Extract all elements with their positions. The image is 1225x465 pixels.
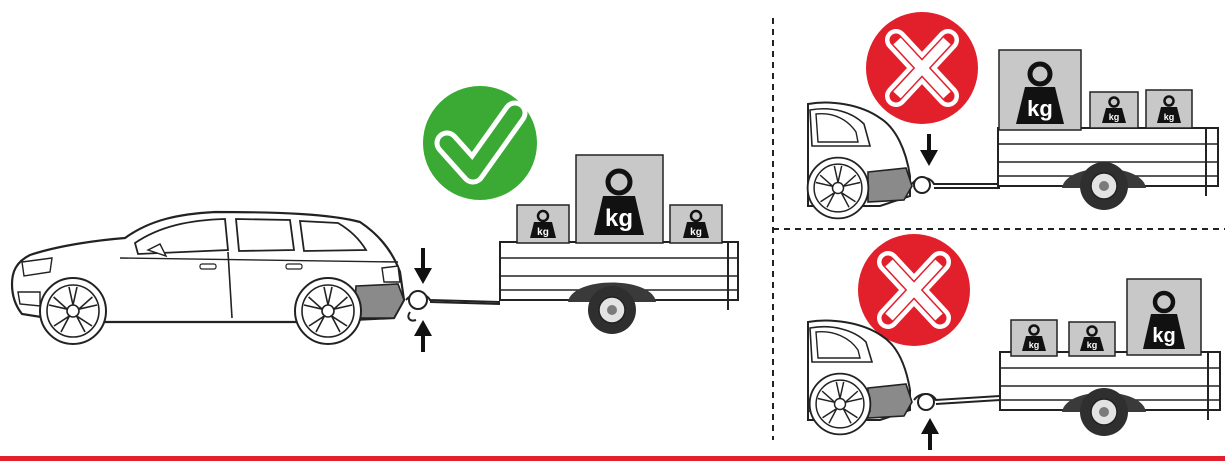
weight-label: kg bbox=[1027, 96, 1053, 121]
arrow-up-icon bbox=[921, 418, 939, 450]
weight-label: kg bbox=[1029, 340, 1040, 350]
panel-correct: kg kg kg bbox=[12, 86, 738, 352]
arrow-up-icon bbox=[414, 320, 432, 352]
weight-label: kg bbox=[690, 227, 702, 238]
weight-label: kg bbox=[537, 227, 549, 238]
trailer bbox=[500, 242, 738, 334]
kg-weight-icon: kg bbox=[1127, 279, 1201, 355]
panel-wrong-front-heavy: kg kg kg bbox=[808, 12, 1218, 218]
weight-label: kg bbox=[605, 205, 633, 232]
car-rear bbox=[808, 103, 912, 219]
tow-hitch bbox=[914, 394, 1000, 410]
weight-label: kg bbox=[1164, 112, 1175, 122]
kg-weight-icon: kg bbox=[1146, 90, 1192, 128]
arrow-down-icon bbox=[920, 134, 938, 166]
kg-weight-icon: kg bbox=[670, 205, 722, 243]
kg-weight-icon: kg bbox=[999, 50, 1081, 130]
car bbox=[12, 212, 404, 344]
trailer bbox=[998, 128, 1218, 210]
checkmark-icon bbox=[423, 86, 537, 200]
panel-wrong-rear-heavy: kg kg kg bbox=[808, 234, 1220, 450]
bottom-rule bbox=[0, 456, 1225, 461]
kg-weight-icon: kg bbox=[1069, 322, 1115, 356]
kg-weight-icon: kg bbox=[517, 205, 569, 243]
tow-hitch bbox=[912, 177, 1000, 193]
trailer bbox=[1000, 352, 1220, 436]
weight-label: kg bbox=[1109, 112, 1120, 122]
rear-bumper bbox=[868, 384, 912, 418]
kg-weight-icon: kg bbox=[1090, 92, 1138, 128]
cross-icon bbox=[866, 12, 978, 124]
kg-weight-icon: kg bbox=[1011, 320, 1057, 356]
cross-icon bbox=[858, 234, 970, 346]
weight-label: kg bbox=[1087, 340, 1098, 350]
rear-bumper bbox=[868, 168, 912, 202]
kg-weight-icon: kg bbox=[576, 155, 663, 243]
arrow-down-icon bbox=[414, 248, 432, 284]
weight-label: kg bbox=[1152, 325, 1175, 347]
tow-hitch bbox=[406, 291, 500, 321]
